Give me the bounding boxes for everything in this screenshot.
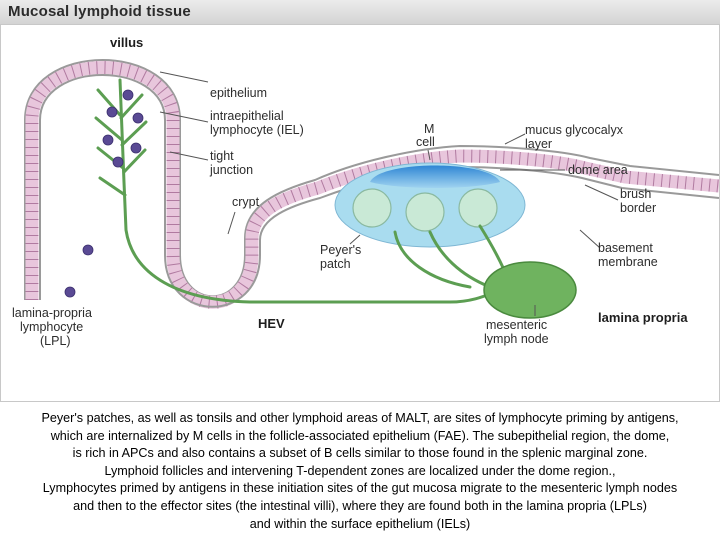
caption-line: and within the surface epithelium (IELs) [249,516,471,531]
label-mesenteric-2: lymph node [484,332,549,346]
label-m-cell-2: cell [416,135,435,149]
follicle [458,188,498,228]
dome-area [370,165,500,188]
label-brush: brush [620,187,651,201]
label-iel: intraepithelial [210,109,284,123]
label-brush-2: border [620,201,656,215]
label-pointers [159,71,619,316]
label-lpl: lamina-propria [12,306,92,320]
figure-title: Mucosal lymphoid tissue [8,3,191,20]
follicle [405,192,445,232]
label-mucus: mucus glycocalyx [525,123,624,137]
label-basement-2: membrane [598,255,658,269]
caption-line: Peyer's patches, as well as tonsils and … [41,411,679,425]
label-hev: HEV [258,316,285,331]
label-mesenteric: mesenteric [486,318,547,332]
label-crypt: crypt [232,195,260,209]
mesenteric-lymph-node [483,261,577,319]
figure-panel: Mucosal lymphoid tissue [0,0,720,402]
label-lamina-propria: lamina propria [598,310,688,325]
label-peyers: Peyer's [320,243,361,257]
label-lpl-3: (LPL) [40,334,71,348]
caption-line: Lymphocytes primed by antigens in these … [42,481,678,496]
epithelium-band [25,61,720,309]
caption-line: Lymphoid follicles and intervening T-dep… [104,463,616,478]
villus-lymphocytes [64,89,144,298]
mucosal-lymphoid-diagram: villus epithelium intraepithelial lympho… [0,24,720,402]
caption-line: and then to the effector sites (the inte… [73,498,647,513]
label-iel-2: lymphocyte (IEL) [210,123,304,137]
label-basement: basement [598,241,653,255]
label-epithelium: epithelium [210,86,267,100]
follicle [352,188,392,228]
label-dome-area: dome area [568,163,628,177]
mucosal-surface-outer [24,59,720,300]
figure-caption: Peyer's patches, as well as tonsils and … [0,410,720,533]
label-lpl-2: lymphocyte [20,320,83,334]
label-tight-2: junction [209,163,253,177]
caption-line: is rich in APCs and also contains a subs… [72,446,648,461]
label-m-cell: M [424,122,434,136]
label-villus: villus [110,35,143,50]
caption-line: which are internalized by M cells in the… [50,428,670,443]
label-peyers-2: patch [320,257,351,271]
label-mucus-2: layer [525,137,552,151]
label-tight: tight [210,149,234,163]
